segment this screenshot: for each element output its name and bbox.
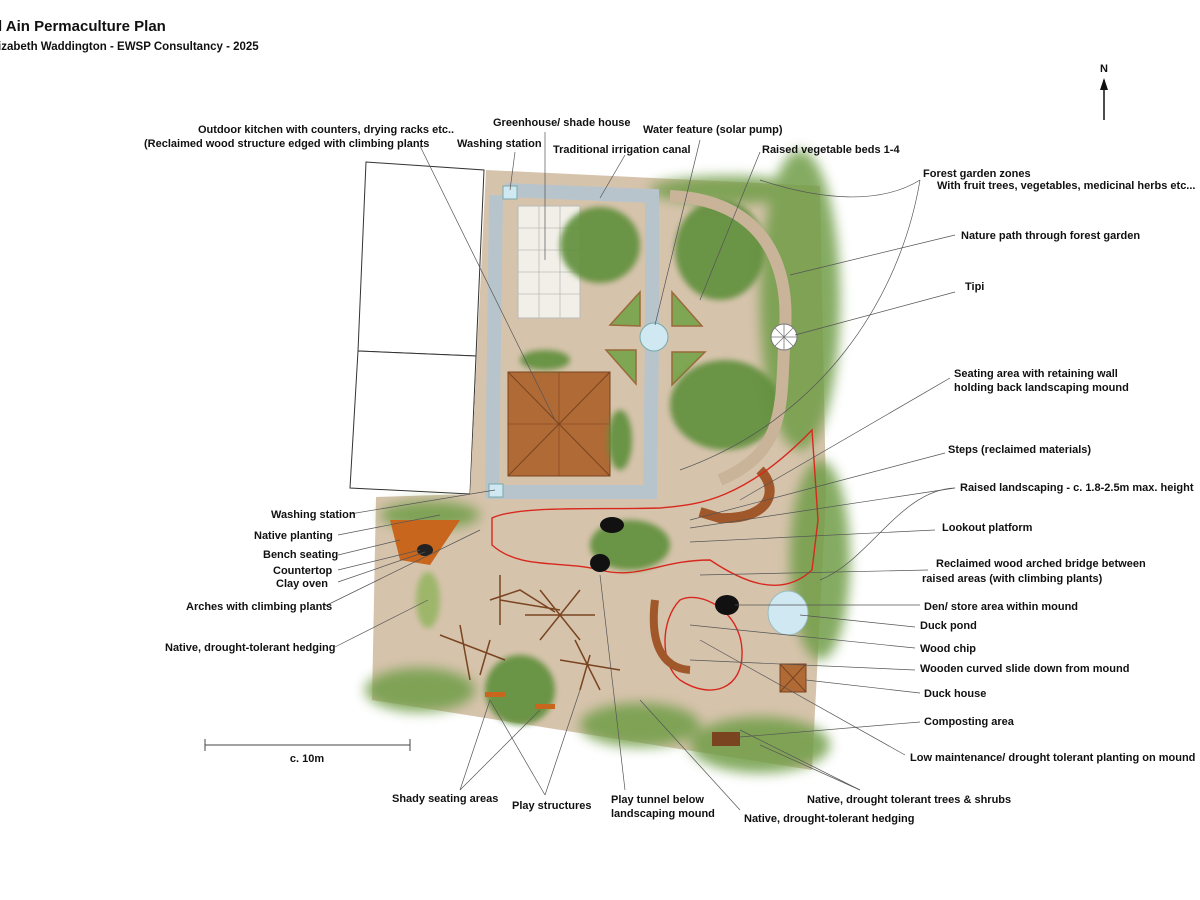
tipi — [770, 323, 798, 351]
label-nature-path: Nature path through forest garden — [961, 230, 1140, 242]
label-outdoor-kitchen: Outdoor kitchen with counters, drying ra… — [198, 124, 454, 136]
label-seating: Seating area with retaining wall — [954, 368, 1118, 380]
raised-vegetable-beds — [604, 290, 707, 387]
composting-bin — [712, 732, 740, 746]
neighbour-buildings — [349, 161, 485, 495]
label-shady-seating: Shady seating areas — [392, 793, 498, 805]
page-title: l Ain Permaculture Plan — [0, 18, 166, 35]
dens — [590, 517, 739, 615]
label-bridge-sub: raised areas (with climbing plants) — [922, 573, 1103, 585]
label-greenhouse: Greenhouse/ shade house — [493, 117, 631, 129]
outdoor-kitchen-roof — [507, 371, 611, 477]
label-seating-sub: holding back landscaping mound — [954, 382, 1129, 394]
label-clay-oven: Clay oven — [276, 578, 328, 590]
label-bridge: Reclaimed wood arched bridge between — [936, 558, 1146, 570]
label-native-trees: Native, drought tolerant trees & shrubs — [807, 794, 1011, 806]
label-lookout: Lookout platform — [942, 522, 1033, 534]
label-low-maintenance: Low maintenance/ drought tolerant planti… — [910, 752, 1195, 764]
play-structures — [439, 575, 621, 691]
slide — [649, 599, 691, 674]
label-bench-seating: Bench seating — [263, 549, 338, 561]
label-countertop: Countertop — [273, 565, 333, 577]
label-irrigation: Traditional irrigation canal — [553, 144, 691, 156]
washing-station-top — [502, 185, 518, 200]
duck-pond — [767, 590, 809, 636]
label-duck-house: Duck house — [924, 688, 986, 700]
shady-seating — [485, 692, 555, 709]
north-arrow-icon: N — [1100, 63, 1108, 120]
label-duck-pond: Duck pond — [920, 620, 977, 632]
label-raised-beds: Raised vegetable beds 1-4 — [762, 144, 900, 156]
label-slide: Wooden curved slide down from mound — [920, 663, 1129, 675]
label-raised-landscaping: Raised landscaping - c. 1.8-2.5m max. he… — [960, 482, 1194, 494]
label-water-feature: Water feature (solar pump) — [643, 124, 783, 136]
washing-station-left — [488, 483, 504, 498]
label-forest-zones-sub: With fruit trees, vegetables, medicinal … — [937, 180, 1195, 192]
irrigation-canal — [484, 183, 659, 499]
label-forest-zones: Forest garden zones — [923, 168, 1031, 180]
label-tipi: Tipi — [965, 281, 984, 293]
label-play-tunnel: Play tunnel below — [611, 794, 704, 806]
label-washing-station-left: Washing station — [271, 509, 356, 521]
label-outdoor-kitchen-sub: (Reclaimed wood structure edged with cli… — [144, 138, 429, 150]
label-arches: Arches with climbing plants — [186, 601, 332, 613]
label-native-planting: Native planting — [254, 530, 333, 542]
label-play-tunnel-sub: landscaping mound — [611, 808, 715, 820]
seating-retaining-wall — [698, 466, 775, 524]
annotation-labels: Outdoor kitchen with counters, drying ra… — [144, 117, 1195, 825]
label-play-structures: Play structures — [512, 800, 591, 812]
water-feature — [639, 322, 669, 352]
leader-lines — [324, 132, 956, 811]
label-den: Den/ store area within mound — [924, 601, 1078, 613]
scale-label: c. 10m — [290, 753, 324, 765]
label-native-hedging-bottom: Native, drought-tolerant hedging — [744, 813, 915, 825]
label-steps: Steps (reclaimed materials) — [948, 444, 1091, 456]
scale-bar: c. 10m — [204, 739, 411, 765]
label-washing-station-top: Washing station — [457, 138, 542, 150]
label-composting: Composting area — [924, 716, 1015, 728]
page-subtitle: izabeth Waddington - EWSP Consultancy - … — [0, 41, 259, 53]
svg-text:N: N — [1100, 63, 1108, 75]
label-wood-chip: Wood chip — [920, 643, 976, 655]
label-native-hedging-left: Native, drought-tolerant hedging — [165, 642, 336, 654]
kitchen-counter — [390, 520, 460, 565]
duck-house — [779, 663, 807, 693]
